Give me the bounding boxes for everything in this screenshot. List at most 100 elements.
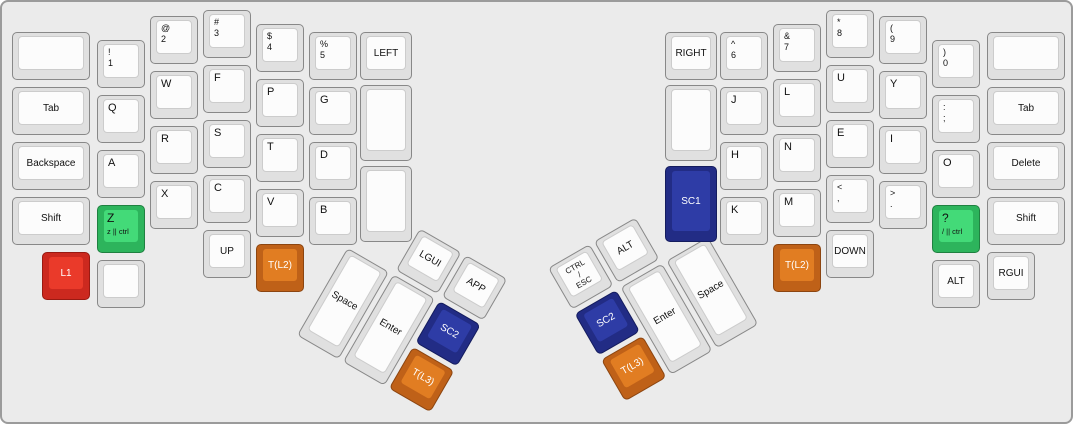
- key-d-cap: D: [315, 146, 351, 180]
- key-shift-right-cap: Shift: [993, 201, 1059, 235]
- key-rgui[interactable]: RGUI: [987, 252, 1035, 300]
- key-layer-l1[interactable]: L1: [42, 252, 90, 300]
- key-b[interactable]: B: [309, 197, 357, 245]
- key-right-arrow-label-0: RIGHT: [675, 47, 707, 59]
- key-shift-right[interactable]: Shift: [987, 197, 1065, 245]
- key-backspace[interactable]: Backspace: [12, 142, 90, 190]
- key-p-cap: P: [262, 83, 298, 117]
- key-1[interactable]: !1: [97, 40, 145, 88]
- key-sc2-right-cap: SC2: [581, 296, 630, 344]
- key-1-label-0: !: [108, 47, 111, 57]
- key-x-label-0: X: [161, 188, 169, 200]
- key-blank-left-top[interactable]: [12, 32, 90, 80]
- key-period-label-0: >: [890, 188, 896, 198]
- key-g[interactable]: G: [309, 87, 357, 135]
- key-delete[interactable]: Delete: [987, 142, 1065, 190]
- key-right-arrow[interactable]: RIGHT: [665, 32, 717, 80]
- key-t-l2-right[interactable]: T(L2): [773, 244, 821, 292]
- key-6[interactable]: ^6: [720, 32, 768, 80]
- key-t-l3-right-label-0: T(L3): [619, 355, 646, 377]
- key-i-cap: I: [885, 130, 921, 164]
- key-8-label-1: 8: [837, 28, 843, 38]
- key-tab-right[interactable]: Tab: [987, 87, 1065, 135]
- key-slash-ctrl-label-1: / || ctrl: [942, 227, 963, 236]
- key-down-arrow[interactable]: DOWN: [826, 230, 874, 278]
- key-blank-left-inner-bottom[interactable]: [360, 166, 412, 242]
- key-5-cap: %5: [315, 36, 351, 70]
- key-tab-left-cap: Tab: [18, 91, 84, 125]
- key-period[interactable]: >.: [879, 181, 927, 229]
- key-slash-ctrl[interactable]: ?/ || ctrl: [932, 205, 980, 253]
- key-r[interactable]: R: [150, 126, 198, 174]
- key-9-label-0: (: [890, 23, 893, 33]
- key-p[interactable]: P: [256, 79, 304, 127]
- key-alt[interactable]: ALT: [932, 260, 980, 308]
- key-blank-left-inner-top[interactable]: [360, 85, 412, 161]
- key-delete-label-0: Delete: [1011, 157, 1041, 169]
- key-v[interactable]: V: [256, 189, 304, 237]
- key-6-label-1: 6: [731, 50, 737, 60]
- key-9[interactable]: (9: [879, 16, 927, 64]
- key-o[interactable]: O: [932, 150, 980, 198]
- key-a-label-0: A: [108, 157, 116, 169]
- key-m[interactable]: M: [773, 189, 821, 237]
- key-q[interactable]: Q: [97, 95, 145, 143]
- key-semicolon[interactable]: :;: [932, 95, 980, 143]
- key-7[interactable]: &7: [773, 24, 821, 72]
- key-q-label-0: Q: [108, 102, 117, 114]
- key-blank-right-top[interactable]: [987, 32, 1065, 80]
- key-sc1[interactable]: SC1: [665, 166, 717, 242]
- key-w[interactable]: W: [150, 71, 198, 119]
- key-5[interactable]: %5: [309, 32, 357, 80]
- key-x[interactable]: X: [150, 181, 198, 229]
- key-up-arrow[interactable]: UP: [203, 230, 251, 278]
- key-a[interactable]: A: [97, 150, 145, 198]
- key-down-arrow-cap: DOWN: [832, 234, 868, 268]
- key-left-arrow[interactable]: LEFT: [360, 32, 412, 80]
- key-2[interactable]: @2: [150, 16, 198, 64]
- key-8[interactable]: *8: [826, 10, 874, 58]
- key-t-l2-left[interactable]: T(L2): [256, 244, 304, 292]
- key-d[interactable]: D: [309, 142, 357, 190]
- key-s[interactable]: S: [203, 120, 251, 168]
- key-semicolon-cap: :;: [938, 99, 974, 133]
- key-c[interactable]: C: [203, 175, 251, 223]
- key-y[interactable]: Y: [879, 71, 927, 119]
- key-3[interactable]: #3: [203, 10, 251, 58]
- key-app-cap: APP: [451, 261, 501, 309]
- key-tab-left[interactable]: Tab: [12, 87, 90, 135]
- key-left-arrow-label-0: LEFT: [373, 47, 399, 59]
- key-6-label-0: ^: [731, 39, 736, 49]
- key-2-label-1: 2: [161, 34, 167, 44]
- key-t[interactable]: T: [256, 134, 304, 182]
- key-space-left-label-0: Space: [329, 289, 360, 313]
- key-h[interactable]: H: [720, 142, 768, 190]
- key-blank-left-bottom-cap: [103, 264, 139, 298]
- key-0[interactable]: )0: [932, 40, 980, 88]
- key-9-label-1: 9: [890, 34, 896, 44]
- key-8-label-0: *: [837, 17, 841, 27]
- key-blank-left-bottom[interactable]: [97, 260, 145, 308]
- key-n[interactable]: N: [773, 134, 821, 182]
- key-1-cap: !1: [103, 44, 139, 78]
- key-l[interactable]: L: [773, 79, 821, 127]
- key-u-cap: U: [832, 69, 868, 103]
- key-comma[interactable]: <,: [826, 175, 874, 223]
- key-u[interactable]: U: [826, 65, 874, 113]
- key-e[interactable]: E: [826, 120, 874, 168]
- key-h-label-0: H: [731, 149, 739, 161]
- key-4[interactable]: $4: [256, 24, 304, 72]
- key-k[interactable]: K: [720, 197, 768, 245]
- key-w-label-0: W: [161, 78, 172, 90]
- key-t-l2-left-label-0: T(L2): [268, 259, 292, 271]
- key-o-cap: O: [938, 154, 974, 188]
- key-f[interactable]: F: [203, 65, 251, 113]
- key-shift-left[interactable]: Shift: [12, 197, 90, 245]
- key-j[interactable]: J: [720, 87, 768, 135]
- key-blank-right-inner-top[interactable]: [665, 85, 717, 161]
- key-alt-thumb-cap: ALT: [601, 223, 650, 272]
- key-z-ctrl-label-1: z || ctrl: [107, 227, 129, 236]
- key-sc2-left-label-0: SC2: [438, 321, 461, 341]
- key-i[interactable]: I: [879, 126, 927, 174]
